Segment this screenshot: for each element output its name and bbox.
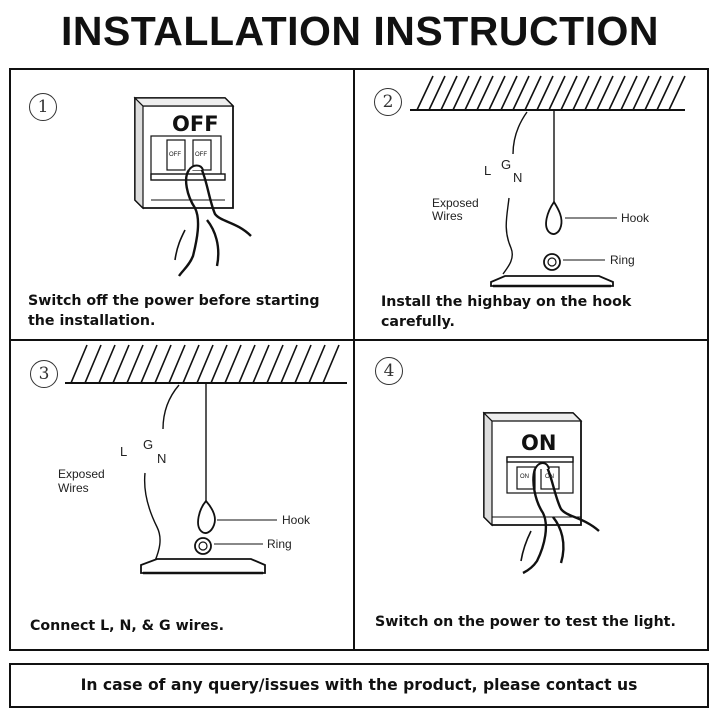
switch-off-label: OFF bbox=[172, 112, 219, 136]
wiring-connection-illustration bbox=[65, 344, 347, 575]
breaker-on-illustration bbox=[482, 411, 600, 575]
toggle-right-label: OFF bbox=[195, 152, 207, 158]
wire-g-label: G bbox=[501, 157, 512, 172]
step-3-caption: Connect L, N, & G wires. bbox=[30, 618, 225, 634]
step-3-panel: 3 L G N Exposed Wires Hook Ring Connect … bbox=[11, 341, 353, 649]
wire-l-label: L bbox=[120, 444, 128, 459]
toggle-left-label: ON bbox=[520, 474, 529, 480]
wire-g-label: G bbox=[143, 437, 154, 452]
step-1-number: 1 bbox=[29, 93, 57, 121]
highbay-hook-illustration bbox=[410, 75, 686, 288]
instruction-grid bbox=[9, 68, 709, 651]
step-1-panel: 1 OFF OFF OFF Switch off the power befor… bbox=[11, 70, 353, 339]
breaker-off-illustration bbox=[133, 96, 252, 277]
toggle-right-label: ON bbox=[545, 474, 554, 480]
ring-label: Ring bbox=[610, 253, 635, 267]
step-2-caption-line2: carefully. bbox=[381, 314, 455, 330]
step-4-caption: Switch on the power to test the light. bbox=[375, 614, 676, 630]
exposed-wires-label-line2: Wires bbox=[432, 209, 463, 223]
contact-footer: In case of any query/issues with the pro… bbox=[9, 663, 709, 708]
step-2-panel: 2 L G N Exposed Wires Hook Ring Install … bbox=[355, 70, 707, 339]
hook-label: Hook bbox=[621, 211, 650, 225]
wire-n-label: N bbox=[513, 170, 523, 185]
step-2-caption-line1: Install the highbay on the hook bbox=[381, 294, 632, 310]
step-4-panel: 4 ON ON ON Switch on the power to test t… bbox=[355, 341, 707, 649]
wire-n-label: N bbox=[157, 451, 167, 466]
grid-vertical-divider bbox=[353, 68, 355, 651]
exposed-wires-label-line1: Exposed bbox=[432, 196, 479, 210]
grid-horizontal-divider bbox=[9, 339, 709, 341]
step-4-number: 4 bbox=[375, 357, 403, 385]
hook-label: Hook bbox=[282, 513, 311, 527]
step-1-caption-line2: the installation. bbox=[28, 313, 156, 329]
step-3-number: 3 bbox=[30, 360, 58, 388]
exposed-wires-label-line2: Wires bbox=[58, 481, 89, 495]
switch-on-label: ON bbox=[521, 431, 557, 455]
step-2-number: 2 bbox=[374, 88, 402, 116]
toggle-left-label: OFF bbox=[169, 152, 181, 158]
wire-l-label: L bbox=[484, 163, 492, 178]
ring-label: Ring bbox=[267, 537, 292, 551]
page-title: INSTALLATION INSTRUCTION bbox=[60, 8, 660, 54]
exposed-wires-label-line1: Exposed bbox=[58, 467, 105, 481]
step-1-caption-line1: Switch off the power before starting bbox=[28, 293, 320, 309]
